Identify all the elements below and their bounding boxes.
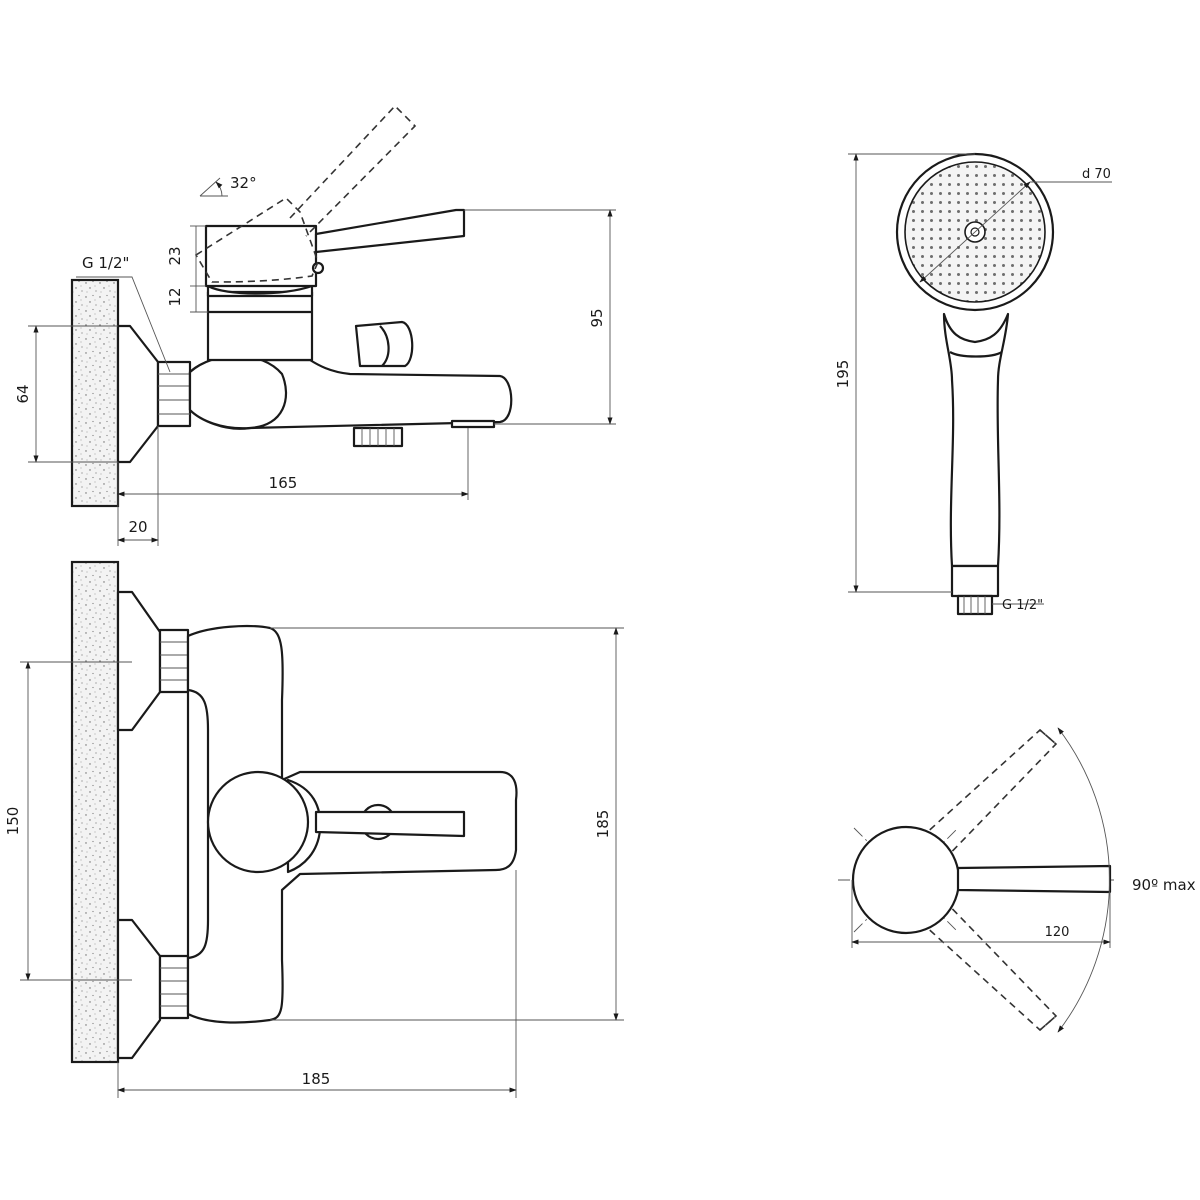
- nut-upper: [158, 628, 190, 694]
- diameter-dimension: [919, 181, 1031, 283]
- handle-disc-rotation: [851, 825, 961, 935]
- dim-185-width-label: 185: [302, 1070, 331, 1088]
- dim-64-label: 64: [14, 384, 32, 403]
- shower-thread-label: G 1/2": [1002, 598, 1043, 613]
- dim-95-label: 95: [588, 308, 606, 327]
- handle-disc-front: [206, 770, 310, 874]
- diverter-knob-side: [354, 320, 414, 368]
- shower-length-label: 195: [834, 360, 852, 389]
- shower-thread: [956, 594, 994, 616]
- dim-185-height-label: 185: [594, 810, 612, 839]
- shower-handle: [942, 312, 1010, 568]
- thread-label-side: G 1/2": [82, 254, 129, 272]
- lever-rotated-down: [911, 893, 1058, 1032]
- rotation-label: 90º max: [1132, 876, 1196, 894]
- dim-23-label: 23: [166, 246, 184, 265]
- raised-lever-outline: [289, 104, 417, 237]
- aerator-side: [450, 419, 496, 429]
- escutcheon-upper: [116, 590, 162, 732]
- shower-diameter-label: d 70: [1082, 167, 1111, 182]
- hand-shower-view: d 70 195 G 1/2": [834, 152, 1112, 616]
- handle-neck-line: [949, 351, 1003, 358]
- escutcheon-lower: [116, 918, 162, 1060]
- dim-12-label: 12: [166, 287, 184, 306]
- angle-symbol: [199, 177, 228, 197]
- wall-section-side: [70, 278, 120, 508]
- escutcheon-side: [116, 324, 160, 464]
- dim-165-label: 165: [269, 474, 298, 492]
- lever-length-label: 120: [1045, 925, 1070, 940]
- angle-label: 32°: [230, 174, 257, 192]
- cartridge-column-side: [206, 290, 314, 362]
- lever-rotated-up: [911, 728, 1058, 867]
- lever-rotation-view: 90º max 120: [838, 727, 1196, 1033]
- lever-front: [314, 810, 466, 838]
- connection-nut-side: [156, 360, 192, 428]
- body-boss-side: [188, 354, 288, 430]
- lever-rotation: [956, 864, 1112, 894]
- rotation-arc: [1057, 727, 1110, 1033]
- shower-end-fitting: [950, 564, 1000, 598]
- dim-150-label: 150: [4, 807, 22, 836]
- cap-base-side: [206, 284, 314, 298]
- nut-lower: [158, 954, 190, 1020]
- thread-leader-side: [76, 276, 171, 373]
- wall-section-front: [70, 560, 120, 1064]
- front-view: 150 185 185: [4, 560, 624, 1098]
- lever-side: [314, 208, 466, 254]
- dim-20-label: 20: [128, 518, 147, 536]
- raised-cap-outline: [194, 196, 319, 283]
- side-view: 32° G 1/2" 23 12 64 95 165 20: [14, 104, 616, 546]
